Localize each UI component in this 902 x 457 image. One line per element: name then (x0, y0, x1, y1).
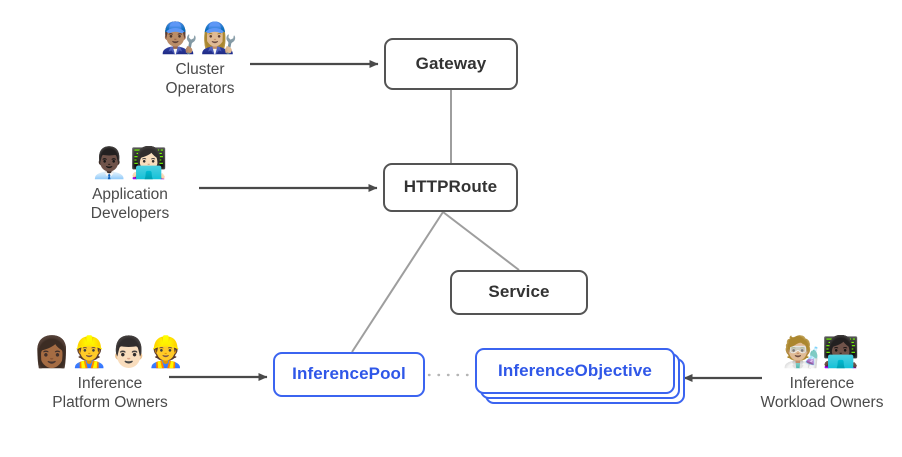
node-inferenceobjective-label: InferenceObjective (498, 360, 652, 380)
cluster-operators-icon: 👨🏽‍🔧👩🏼‍🔧 (160, 21, 240, 56)
persona-application-developers: 👨🏿‍💼👩🏻‍💻 Application Developers (30, 145, 230, 223)
node-service-label: Service (488, 282, 550, 302)
node-gateway-label: Gateway (415, 53, 487, 73)
node-inferenceobjective[interactable]: InferenceObjective (475, 348, 675, 394)
persona-inference-workload-owners: 🧑🏼‍🔬👩🏿‍💻 Inference Workload Owners (722, 334, 902, 412)
node-inferencepool-label: InferencePool (292, 364, 406, 384)
edge-httproute-inferencepool (351, 211, 444, 353)
application-developers-icon: 👨🏿‍💼👩🏻‍💻 (90, 146, 170, 181)
edge-httproute-service (442, 211, 520, 271)
cluster-operators-label: Cluster Operators (165, 61, 235, 97)
inference-platform-owners-icon: 👩🏾‍👷👨🏻‍👷 (33, 335, 187, 370)
inference-platform-owners-label: Inference Platform Owners (52, 375, 168, 411)
inference-workload-owners-icon: 🧑🏼‍🔬👩🏿‍💻 (782, 335, 862, 370)
node-httproute-label: HTTPRoute (403, 177, 498, 197)
persona-inference-platform-owners: 👩🏾‍👷👨🏻‍👷 Inference Platform Owners (10, 334, 210, 412)
application-developers-label: Application Developers (90, 186, 170, 222)
node-service[interactable]: Service (450, 270, 588, 315)
node-inferenceobjective-stack[interactable]: InferenceObjective (475, 348, 690, 408)
node-httproute[interactable]: HTTPRoute (383, 163, 518, 212)
node-inferencepool[interactable]: InferencePool (273, 352, 425, 397)
inference-workload-owners-label: Inference Workload Owners (760, 375, 884, 411)
node-gateway[interactable]: Gateway (384, 38, 518, 90)
persona-cluster-operators: 👨🏽‍🔧👩🏼‍🔧 Cluster Operators (100, 20, 300, 98)
